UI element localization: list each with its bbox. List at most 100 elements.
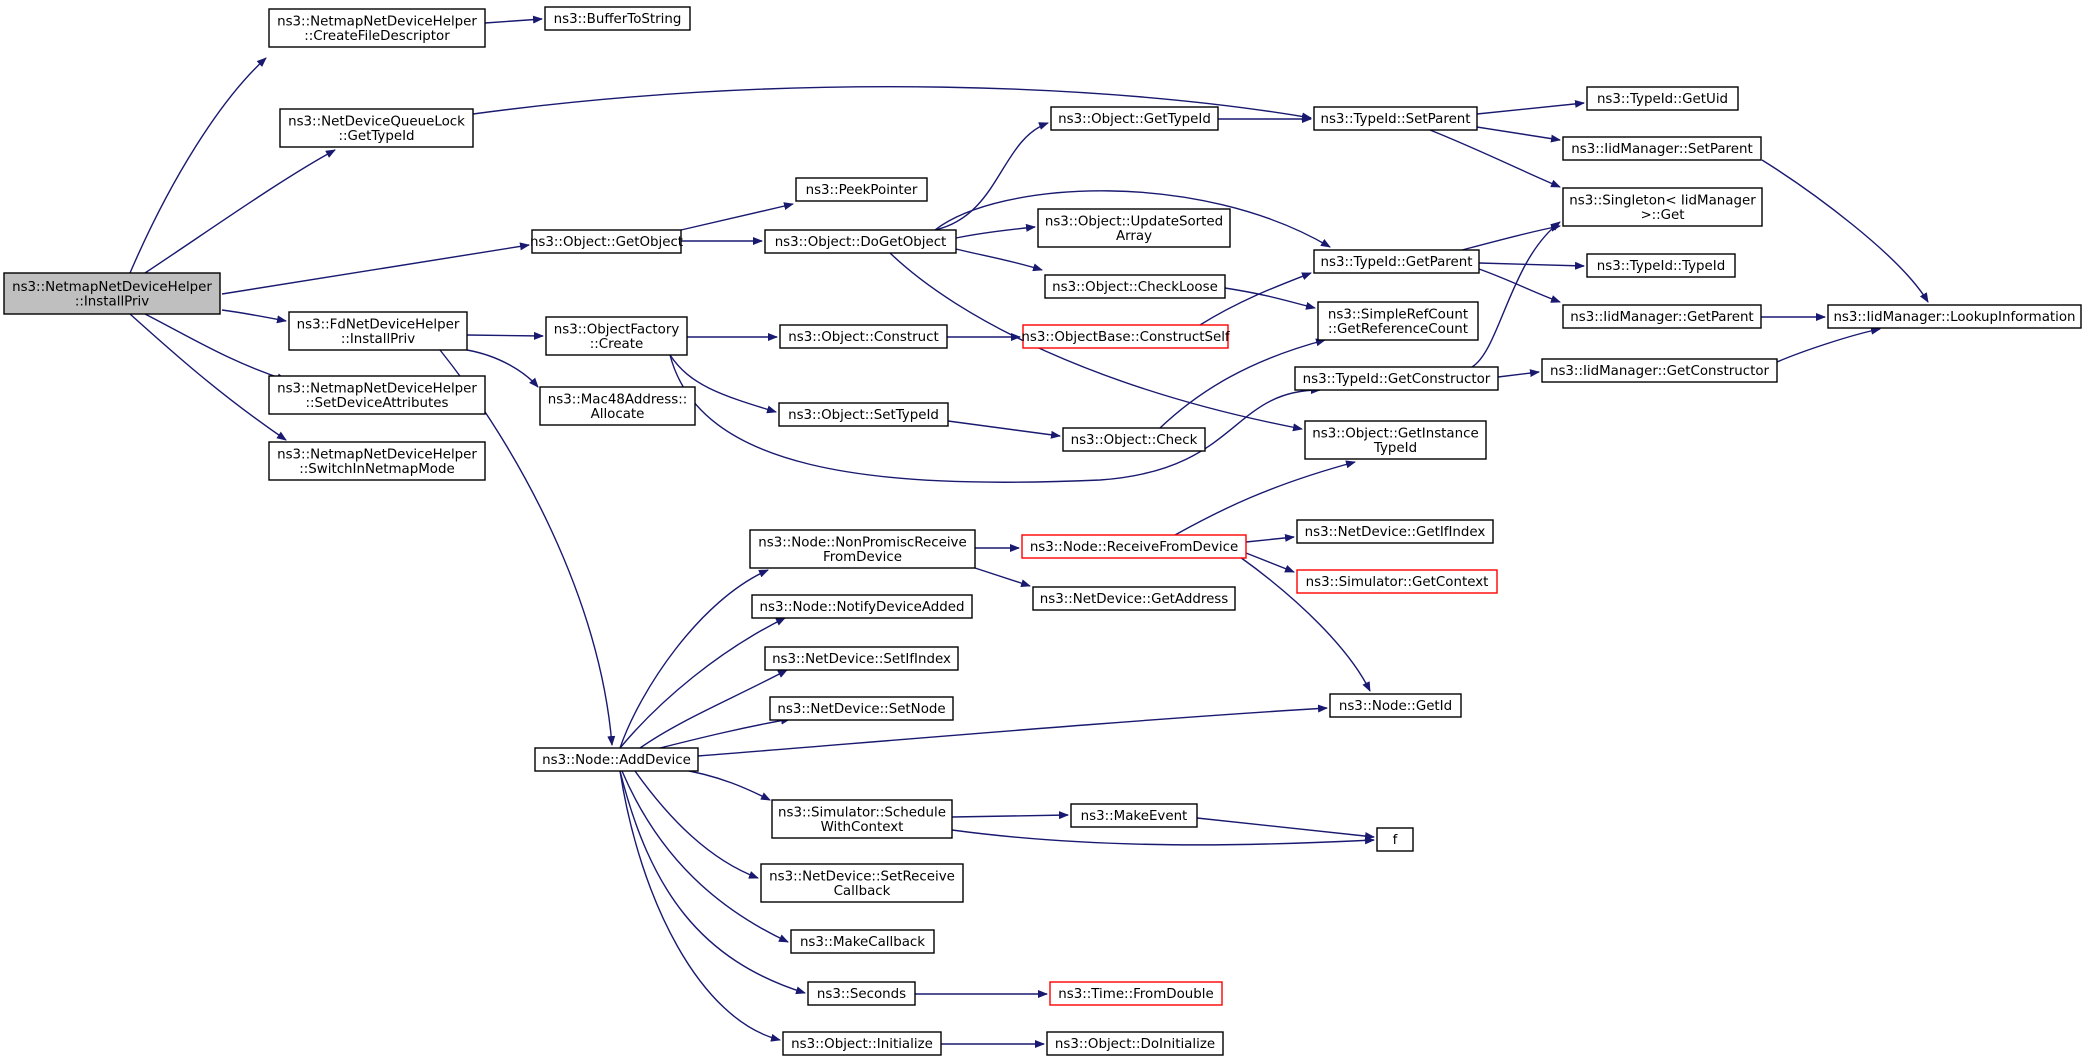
node-box (279, 108, 474, 148)
node-do-initialize[interactable]: ns3::Object::DoInitialize (1046, 1031, 1224, 1056)
node-add-device[interactable]: ns3::Node::AddDevice (534, 747, 699, 772)
node-switch-netmap[interactable]: ns3::NetmapNetDeviceHelper::SwitchInNetm… (268, 441, 486, 481)
node-label: ns3::NetDevice::GetAddress (1040, 592, 1229, 607)
node-queue-lock[interactable]: ns3::NetDeviceQueueLock::GetTypeId (279, 108, 474, 148)
call-edge-51 (951, 829, 1375, 846)
node-obj-construct[interactable]: ns3::Object::Construct (779, 324, 948, 349)
node-box (268, 8, 486, 48)
call-edge-56 (619, 770, 781, 1042)
node-box (1376, 827, 1414, 852)
call-edge-10 (955, 248, 1043, 272)
node-label: WithContext (821, 820, 904, 835)
node-receive-from-dev[interactable]: ns3::Node::ReceiveFromDevice (1021, 534, 1247, 559)
node-get-object[interactable]: ns3::Object::GetObject (530, 229, 683, 254)
call-edge-34 (1159, 338, 1326, 429)
call-edge-13 (1476, 126, 1561, 143)
node-tid-set-parent[interactable]: ns3::TypeId::SetParent (1313, 106, 1478, 131)
node-notify-added[interactable]: ns3::Node::NotifyDeviceAdded (751, 594, 973, 619)
node-box (1586, 253, 1736, 278)
node-root[interactable]: ns3::NetmapNetDeviceHelper::InstallPriv (3, 272, 221, 315)
node-box (1032, 586, 1236, 611)
node-tid-get-uid[interactable]: ns3::TypeId::GetUid (1586, 86, 1739, 111)
edges (129, 15, 1929, 1048)
call-edge-3 (472, 86, 1312, 121)
node-seconds[interactable]: ns3::Seconds (807, 981, 916, 1006)
node-label: ns3::Object::Initialize (791, 1037, 933, 1052)
node-node-get-id[interactable]: ns3::Node::GetId (1329, 693, 1462, 718)
node-construct-self[interactable]: ns3::ObjectBase::ConstructSelf (1021, 324, 1230, 349)
node-box (1050, 106, 1219, 131)
call-edge-18 (1478, 261, 1585, 270)
node-box (1021, 534, 1247, 559)
node-tid-get-parent[interactable]: ns3::TypeId::GetParent (1313, 249, 1480, 274)
node-obj-check[interactable]: ns3::Object::Check (1062, 427, 1206, 452)
node-from-double[interactable]: ns3::Time::FromDouble (1049, 981, 1223, 1006)
node-obj-factory[interactable]: ns3::ObjectFactory::Create (545, 316, 688, 356)
node-buffer-to-string[interactable]: ns3::BufferToString (544, 6, 691, 31)
node-iid-get-parent[interactable]: ns3::IidManager::GetParent (1562, 304, 1762, 329)
call-edge-49 (671, 767, 771, 801)
node-do-get-object[interactable]: ns3::Object::DoGetObject (764, 229, 957, 254)
node-create-fd[interactable]: ns3::NetmapNetDeviceHelper::CreateFileDe… (268, 8, 486, 48)
node-check-loose[interactable]: ns3::Object::CheckLoose (1044, 274, 1226, 299)
node-simple-ref[interactable]: ns3::SimpleRefCount::GetReferenceCount (1317, 301, 1479, 341)
node-mac48[interactable]: ns3::Mac48Address::Allocate (539, 386, 696, 426)
node-lookup-info[interactable]: ns3::IidManager::LookupInformation (1827, 304, 2082, 329)
node-obj-get-type-id[interactable]: ns3::Object::GetTypeId (1050, 106, 1219, 131)
node-set-device-attr[interactable]: ns3::NetmapNetDeviceHelper::SetDeviceAtt… (268, 375, 486, 415)
node-box (807, 981, 916, 1006)
node-make-callback[interactable]: ns3::MakeCallback (790, 929, 935, 954)
node-label: ::InstallPriv (341, 332, 415, 347)
call-edge-46 (639, 669, 788, 749)
call-edge-12 (1476, 99, 1585, 115)
node-obj-initialize[interactable]: ns3::Object::Initialize (782, 1031, 942, 1056)
node-fd-install[interactable]: ns3::FdNetDeviceHelper::InstallPriv (288, 311, 468, 351)
node-box (1586, 86, 1739, 111)
call-edge-22 (466, 331, 544, 340)
node-box (288, 311, 468, 351)
node-box (771, 799, 953, 839)
node-box (1313, 249, 1480, 274)
node-tid-get-ctor[interactable]: ns3::TypeId::GetConstructor (1294, 366, 1499, 391)
node-label: ns3::Object::GetTypeId (1058, 112, 1211, 127)
call-edge-47 (659, 716, 791, 749)
call-edge-5 (680, 202, 794, 231)
node-peek-pointer[interactable]: ns3::PeekPointer (795, 177, 928, 202)
call-edge-15 (1761, 159, 1929, 303)
node-box (1541, 358, 1778, 383)
node-label: ::GetTypeId (338, 129, 414, 144)
node-get-if-index[interactable]: ns3::NetDevice::GetIfIndex (1296, 519, 1494, 544)
node-label: FromDevice (823, 550, 902, 565)
node-get-address[interactable]: ns3::NetDevice::GetAddress (1032, 586, 1236, 611)
node-set-type-id[interactable]: ns3::Object::SetTypeId (778, 402, 949, 427)
call-edge-42 (1239, 556, 1371, 692)
call-edge-35 (889, 252, 1303, 432)
node-make-event[interactable]: ns3::MakeEvent (1070, 803, 1198, 828)
node-box (1313, 106, 1478, 131)
node-box (268, 441, 486, 481)
node-iid-get-ctor[interactable]: ns3::IidManager::GetConstructor (1541, 358, 1778, 383)
node-singleton-get[interactable]: ns3::Singleton< IidManager>::Get (1562, 187, 1763, 227)
node-label: ns3::NetDevice::SetIfIndex (772, 652, 951, 667)
node-label: ns3::Singleton< IidManager (1569, 193, 1756, 208)
node-box (778, 402, 949, 427)
node-set-if-index[interactable]: ns3::NetDevice::SetIfIndex (764, 646, 959, 671)
node-sim-get-context[interactable]: ns3::Simulator::GetContext (1296, 569, 1498, 594)
call-edge-11 (1224, 287, 1316, 310)
node-label: ns3::Simulator::Schedule (778, 805, 946, 820)
call-edge-17 (1461, 223, 1561, 251)
node-box (1562, 304, 1762, 329)
node-set-node[interactable]: ns3::NetDevice::SetNode (769, 696, 954, 721)
node-box (3, 272, 221, 315)
node-iid-set-parent[interactable]: ns3::IidManager::SetParent (1562, 136, 1762, 161)
node-tid-type-id[interactable]: ns3::TypeId::TypeId (1586, 253, 1736, 278)
call-edge-16 (934, 190, 1331, 248)
node-f[interactable]: f (1376, 827, 1414, 852)
node-label: ns3::ObjectBase::ConstructSelf (1021, 330, 1230, 345)
